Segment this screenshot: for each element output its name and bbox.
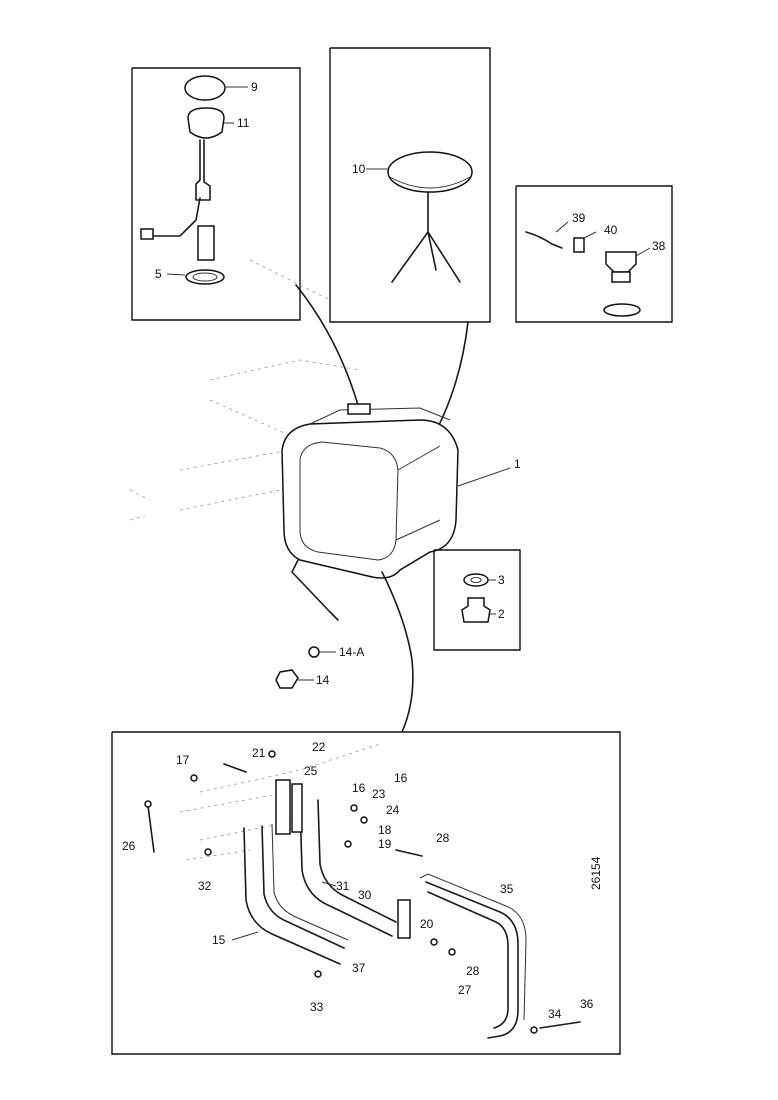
inset-valve-parts: 39 40 38 (515, 185, 673, 323)
part-40-clamp (573, 231, 597, 253)
callout-24: 24 (386, 803, 400, 817)
part-19-washer (344, 840, 352, 848)
callout-1: 1 (514, 457, 521, 471)
part-14-nut (275, 669, 314, 689)
callout-5: 5 (155, 267, 162, 281)
part-27-nut (430, 938, 438, 946)
callout-18: 18 (378, 823, 392, 837)
part-1-fuel-tank (281, 403, 511, 579)
callout-9: 9 (251, 80, 258, 94)
callout-35: 35 (500, 882, 514, 896)
part-22-nut (268, 750, 276, 758)
callout-33: 33 (310, 1000, 324, 1014)
part-5-gasket (166, 269, 225, 285)
part-2-plug (461, 597, 496, 623)
inset-part-10: 10 (329, 47, 491, 323)
inset-frame (515, 185, 673, 323)
callout-34: 34 (548, 1007, 562, 1021)
part-3-washer (463, 573, 496, 587)
callout-20: 20 (420, 917, 434, 931)
callout-27: 27 (458, 983, 472, 997)
part-23-nut (350, 804, 358, 812)
callout-30: 30 (358, 888, 372, 902)
part-14a-washer (308, 646, 336, 658)
callout-21: 21 (252, 746, 266, 760)
callout-38: 38 (652, 239, 666, 253)
leader-line (381, 571, 414, 733)
part-35-bolt (539, 1021, 581, 1029)
callout-16b: 16 (394, 771, 408, 785)
callout-36: 36 (580, 997, 594, 1011)
callout-37: 37 (352, 961, 366, 975)
callout-31: 31 (336, 879, 350, 893)
inset-frame (329, 47, 491, 323)
part-29-bolt (395, 849, 423, 857)
part-15-strap (231, 823, 349, 965)
inset-mounting-straps: 17 21 22 25 16 16 23 24 18 19 28 26 32 3… (111, 731, 621, 1055)
callout-15: 15 (212, 933, 226, 947)
callout-32: 32 (198, 879, 212, 893)
callout-28b: 28 (466, 964, 480, 978)
inset-frame (131, 67, 301, 321)
callout-26: 26 (122, 839, 136, 853)
callout-17: 17 (176, 753, 190, 767)
callout-10: 10 (352, 162, 366, 176)
leader-line (295, 284, 361, 413)
callout-19: 19 (378, 837, 392, 851)
drawing-number: 26154 (589, 856, 603, 890)
inset-frame (111, 731, 621, 1055)
callout-25: 25 (304, 764, 318, 778)
drain-tube (291, 559, 339, 621)
callout-39: 39 (572, 211, 586, 225)
callout-2: 2 (498, 607, 505, 621)
part-10 (366, 151, 473, 283)
callout-28: 28 (436, 831, 450, 845)
part-26-bolt (144, 800, 155, 853)
part-31-strap (299, 799, 397, 937)
part-33-nut (314, 970, 322, 978)
part-24-washer (360, 816, 368, 824)
part-11-float-unit (140, 107, 234, 261)
part-32-nut (204, 848, 212, 856)
part-34-nut (530, 1026, 538, 1034)
part-36-strap (419, 873, 527, 1039)
callout-3: 3 (498, 573, 505, 587)
inset-drain-plug: 3 2 (433, 549, 521, 651)
background-outline (129, 259, 361, 521)
part-39-hose (525, 221, 569, 249)
callout-14: 14 (316, 673, 330, 687)
inset-frame (433, 549, 521, 651)
callout-14a: 14-A (339, 645, 364, 659)
part-17-washer (190, 774, 198, 782)
part-9-cap (184, 75, 248, 101)
callout-22: 22 (312, 740, 326, 754)
part-20-bracket (397, 899, 411, 939)
callout-16a: 16 (352, 781, 366, 795)
part-28-washer (448, 948, 456, 956)
part-38-valve (603, 247, 651, 317)
callout-11: 11 (237, 116, 250, 130)
part-25-bracket (275, 779, 303, 835)
callout-23: 23 (372, 787, 386, 801)
inset-sending-unit: 9 11 5 (131, 67, 301, 321)
callout-40: 40 (604, 223, 618, 237)
part-21-bolt (223, 763, 247, 773)
